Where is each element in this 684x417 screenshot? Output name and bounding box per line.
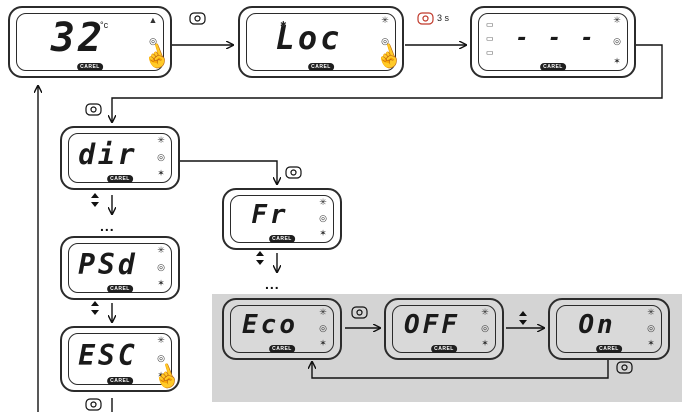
status-icons: ✳ ◎ ✶	[478, 308, 492, 348]
set-icon: ◎	[613, 35, 621, 46]
display-psd: PSd ✳ ◎ ✶ CAREL	[60, 236, 180, 300]
status-icons: ✳ ◎ ✶	[316, 308, 330, 348]
display-temperature: 32 °c ▲ ◎ ✶ CAREL	[8, 6, 172, 78]
light-icon: ✶	[157, 278, 165, 288]
carel-logo: CAREL	[269, 235, 295, 243]
status-icons: ✳ ◎ ✶	[644, 308, 658, 348]
set-icon: ◎	[481, 322, 489, 333]
display-value: ESC	[78, 338, 138, 372]
status-icons: ✳ ◎ ✶	[378, 16, 392, 66]
press-duration-label: 3 s	[437, 13, 450, 23]
ellipsis-right: ...	[265, 276, 280, 292]
light-icon: ✶	[319, 338, 327, 348]
set-icon: ◎	[319, 212, 327, 223]
set-icon: ◎	[157, 151, 165, 162]
status-icons: ✳ ◎ ✶	[154, 136, 168, 178]
display-value: dir	[78, 137, 138, 171]
status-icons: ✳ ◎ ✶	[154, 336, 168, 380]
fan-icon: ✳	[319, 307, 327, 317]
fan-icon: ✳	[481, 307, 489, 317]
display-esc: ESC ✳ ◎ ✶ CAREL	[60, 326, 180, 392]
compressor-icon: ▲	[148, 15, 158, 25]
snowflake-icon: ✱	[280, 20, 287, 29]
display-value: Fr	[251, 200, 289, 230]
set-icon: ◎	[647, 322, 655, 333]
set-icon: ◎	[319, 322, 327, 333]
fan-icon: ✳	[381, 15, 389, 25]
status-icons: ✳ ◎ ✶	[154, 246, 168, 288]
carel-logo: CAREL	[431, 345, 457, 353]
status-icons: ✳ ◎ ✶	[610, 16, 624, 66]
arrow-dashes-to-dir	[112, 44, 663, 122]
display-value: PSd	[78, 247, 138, 281]
carel-logo: CAREL	[107, 377, 133, 385]
display-on: On ✳ ◎ ✶ CAREL	[548, 298, 670, 360]
light-icon: ✶	[613, 56, 621, 66]
carel-logo: CAREL	[269, 345, 295, 353]
display-value: OFF	[404, 310, 460, 340]
light-icon: ✶	[157, 370, 165, 380]
set-icon: ◎	[157, 261, 165, 272]
carel-logo: CAREL	[107, 285, 133, 293]
display-value: On	[578, 310, 616, 340]
display-value: - - -	[515, 25, 597, 51]
light-icon: ✶	[149, 56, 157, 66]
carel-logo: CAREL	[107, 175, 133, 183]
set-icon: ◎	[381, 35, 389, 46]
set-icon: ◎	[149, 35, 157, 46]
arrow-dir-to-fr	[180, 160, 277, 184]
light-icon: ✶	[319, 228, 327, 238]
display-fr: Fr ✳ ◎ ✶ CAREL	[222, 188, 342, 250]
carel-logo: CAREL	[540, 63, 566, 71]
display-off: OFF ✳ ◎ ✶ CAREL	[384, 298, 504, 360]
set-button-glyphs	[85, 12, 633, 411]
carel-logo: CAREL	[596, 345, 622, 353]
carel-logo: CAREL	[308, 63, 334, 71]
unit-label: °c	[100, 20, 109, 30]
set-icon: ◎	[157, 352, 165, 363]
light-icon: ✶	[157, 168, 165, 178]
arrow-on-to-eco	[312, 359, 609, 379]
light-icon: ✶	[381, 56, 389, 66]
ellipsis-left: ...	[100, 218, 115, 234]
display-loc: Loc ✱ ✳ ◎ ✶ CAREL	[238, 6, 404, 78]
light-icon: ✶	[481, 338, 489, 348]
fan-icon: ✳	[647, 307, 655, 317]
display-dashes: - - - ▭▭▭ ✳ ◎ ✶ CAREL	[470, 6, 636, 78]
fan-icon: ✳	[157, 135, 165, 145]
display-value: Loc	[275, 19, 343, 57]
fan-icon: ✳	[613, 15, 621, 25]
light-icon: ✶	[647, 338, 655, 348]
status-icons: ✳ ◎ ✶	[316, 198, 330, 238]
display-value: 32	[50, 15, 106, 61]
carel-logo: CAREL	[77, 63, 103, 71]
status-icons: ▲ ◎ ✶	[146, 16, 160, 66]
fan-icon: ✳	[157, 245, 165, 255]
fan-icon: ✳	[319, 197, 327, 207]
display-eco: Eco ✳ ◎ ✶ CAREL	[222, 298, 342, 360]
display-value: Eco	[242, 310, 298, 340]
updown-glyphs	[91, 193, 527, 325]
fan-icon: ✳	[157, 335, 165, 345]
display-dir: dir ✳ ◎ ✶ CAREL	[60, 126, 180, 190]
mode-icons: ▭▭▭	[486, 20, 494, 57]
